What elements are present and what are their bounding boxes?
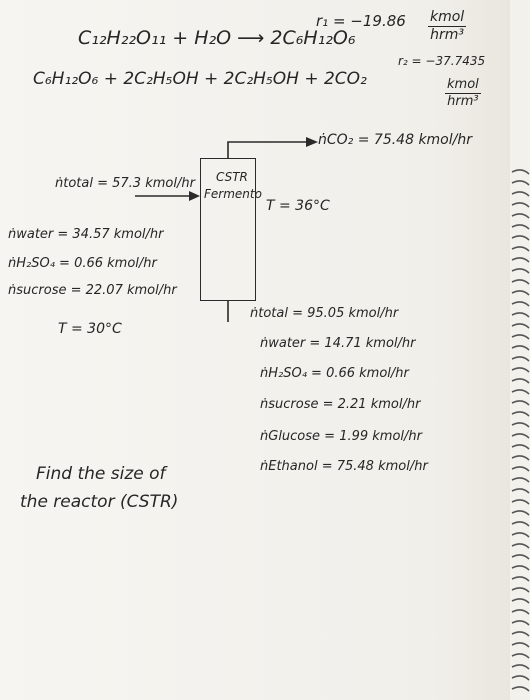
task-line2: the reactor (CSTR) (20, 492, 179, 512)
spiral-loop (511, 543, 530, 549)
reaction1-rate-unit: kmol hrm³ (428, 9, 467, 44)
outlet-water: ṅwater = 14.71 kmol/hr (260, 336, 416, 351)
spiral-loop (511, 224, 530, 230)
inlet-water: ṅwater = 34.57 kmol/hr (8, 227, 164, 242)
spiral-loop (511, 664, 530, 670)
spiral-loop (511, 334, 530, 340)
task-line1: Find the size of (36, 464, 166, 484)
spiral-loop (511, 246, 530, 252)
co2-stream-label: ṅCO₂ = 75.48 kmol/hr (318, 132, 472, 148)
spiral-loop (511, 433, 530, 439)
reaction2-rate-unit-den: hrm³ (447, 94, 479, 110)
reactor-label-fermento: Fermento (204, 187, 262, 201)
reactor-temperature: T = 36°C (266, 198, 330, 214)
spiral-loop (511, 279, 530, 285)
outlet-ethanol: ṅEthanol = 75.48 kmol/hr (260, 459, 428, 474)
outlet-glucose: ṅGlucose = 1.99 kmol/hr (260, 429, 422, 444)
spiral-loop (511, 488, 530, 494)
inlet-temperature: T = 30°C (58, 321, 122, 337)
spiral-loop (511, 235, 530, 241)
outlet-sucrose: ṅsucrose = 2.21 kmol/hr (260, 397, 421, 412)
outlet-total: ṅtotal = 95.05 kmol/hr (250, 306, 399, 321)
reactor-label-cstr: CSTR (216, 170, 248, 184)
spiral-loop (511, 422, 530, 428)
spiral-loop (511, 378, 530, 384)
spiral-loop (511, 510, 530, 516)
spiral-loop (511, 411, 530, 417)
spiral-loop (511, 367, 530, 373)
inlet-sucrose: ṅsucrose = 22.07 kmol/hr (8, 283, 177, 298)
spiral-loop (511, 400, 530, 406)
spiral-loop (511, 257, 530, 263)
spiral-loop (511, 312, 530, 318)
cstr-reactor-box (200, 158, 256, 301)
reaction1-equation: C₁₂H₂₂O₁₁ + H₂O ⟶ 2C₆H₁₂O₆ (78, 27, 356, 49)
reaction2-rate: r₂ = −37.7435 (398, 54, 486, 68)
spiral-loop (511, 466, 530, 472)
spiral-loop (511, 675, 530, 681)
spiral-loop (511, 576, 530, 582)
notebook-spiral-binding (511, 169, 530, 692)
reaction1-rate-unit-den: hrm³ (430, 27, 465, 44)
spiral-loop (511, 180, 530, 186)
spiral-loop (511, 620, 530, 626)
outlet-h2so4: ṅH₂SO₄ = 0.66 kmol/hr (260, 366, 409, 381)
spiral-loop (511, 554, 530, 560)
spiral-loop (511, 268, 530, 274)
spiral-loop (511, 499, 530, 505)
spiral-loop (511, 290, 530, 296)
spiral-loop (511, 169, 530, 175)
reaction2-rate-unit-num: kmol (445, 77, 481, 95)
spiral-loop (511, 444, 530, 450)
inlet-arrowhead (189, 191, 200, 201)
spiral-loop (511, 587, 530, 593)
spiral-loop (511, 345, 530, 351)
spiral-loop (511, 609, 530, 615)
spiral-loop (511, 202, 530, 208)
spiral-loop (511, 653, 530, 659)
reaction2-rate-unit: kmol hrm³ (445, 77, 481, 110)
reaction1-rate-unit-num: kmol (428, 9, 467, 28)
reaction1-rate: r₁ = −19.86 (316, 12, 406, 30)
reaction2-equation: C₆H₁₂O₆ + 2C₂H₅OH + 2C₂H₅OH + 2CO₂ (33, 69, 367, 89)
inlet-h2so4: ṅH₂SO₄ = 0.66 kmol/hr (8, 256, 157, 271)
flow-diagram-lines (135, 137, 318, 322)
spiral-loop (511, 686, 530, 692)
spiral-loop (511, 521, 530, 527)
co2-outlet-line (227, 141, 310, 158)
spiral-loop (511, 631, 530, 637)
co2-outlet-arrowhead (306, 137, 318, 147)
spiral-loop (511, 477, 530, 483)
spiral-loop (511, 191, 530, 197)
spiral-loop (511, 598, 530, 604)
inlet-total: ṅtotal = 57.3 kmol/hr (55, 176, 195, 191)
spiral-loop (511, 642, 530, 648)
spiral-loop (511, 565, 530, 571)
spiral-loop (511, 389, 530, 395)
spiral-loop (511, 213, 530, 219)
spiral-loop (511, 301, 530, 307)
spiral-loop (511, 356, 530, 362)
spiral-loop (511, 455, 530, 461)
notebook-page (0, 0, 510, 700)
spiral-loop (511, 323, 530, 329)
spiral-loop (511, 532, 530, 538)
